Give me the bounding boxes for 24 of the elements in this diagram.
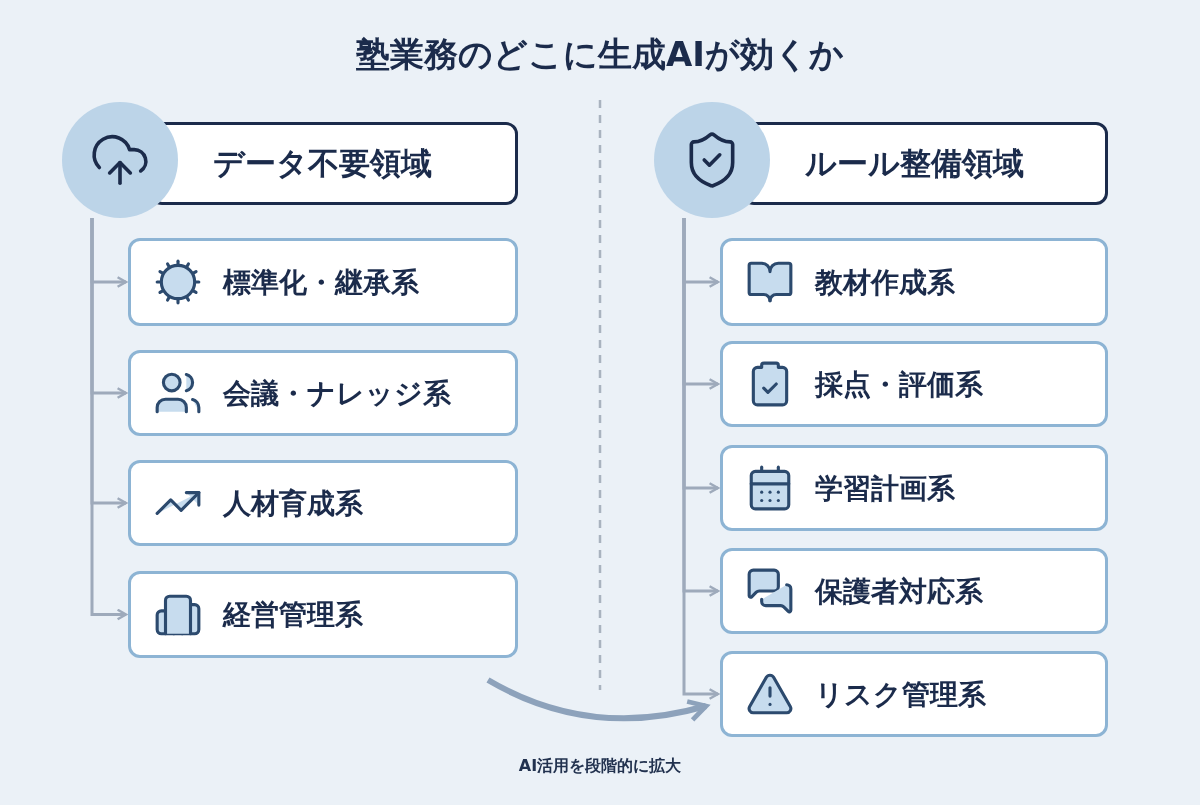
- category-label: 採点・評価系: [815, 366, 983, 402]
- category-label: 保護者対応系: [815, 573, 983, 609]
- category-label: 会議・ナレッジ系: [223, 375, 451, 411]
- diagram-title: 塾業務のどこに生成AIが効くか: [356, 33, 844, 76]
- category-label: 学習計画系: [815, 470, 955, 506]
- category-box: [720, 548, 1108, 634]
- category-label: 人材育成系: [223, 485, 363, 521]
- arrow: [90, 218, 128, 621]
- category-box: [720, 651, 1108, 737]
- arrow: [486, 677, 709, 722]
- arrow: [682, 218, 720, 700]
- category-box: [720, 445, 1108, 531]
- header-title: データ不要領域: [213, 144, 432, 183]
- category-box: [720, 238, 1108, 326]
- category-box: [128, 350, 518, 436]
- category-box: [128, 460, 518, 546]
- category-label: 標準化・継承系: [223, 264, 419, 300]
- category-label: リスク管理系: [815, 676, 986, 712]
- category-box: [128, 571, 518, 658]
- header-title: ルール整備領域: [805, 144, 1024, 183]
- category-box: [128, 238, 518, 326]
- category-label: 教材作成系: [815, 264, 955, 300]
- category-box: [720, 341, 1108, 427]
- category-label: 経営管理系: [223, 597, 363, 632]
